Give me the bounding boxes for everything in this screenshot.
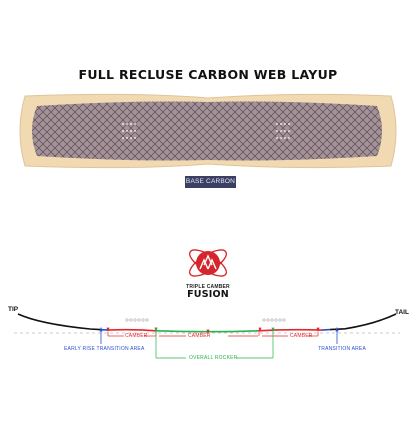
overall-rocker-bracket	[154, 327, 275, 359]
board-profile-black-tail	[329, 313, 397, 331]
base-carbon-badge: BASE CARBON	[185, 176, 236, 188]
binding-mount-front	[125, 318, 149, 322]
camber-annotation-2: CAMBER	[188, 333, 211, 339]
carbon-web-layup	[32, 101, 382, 161]
insert-pattern-front	[122, 123, 136, 139]
board-profile-black-tip	[17, 313, 101, 331]
snowboard-top-view	[19, 93, 397, 169]
camber-red-segment-2	[257, 328, 323, 332]
rocker-green-segment	[155, 330, 259, 333]
logo-line-1: TRIPLE CAMBER	[186, 284, 230, 290]
overall-rocker-annotation: OVERALL ROCKER	[189, 355, 238, 361]
camber-annotation-1: CAMBER	[125, 333, 148, 339]
early-rise-marker	[99, 326, 103, 344]
tip-label: TIP	[8, 306, 19, 313]
camber-red-segment-1	[107, 328, 157, 332]
diagram-title: FULL RECLUSE CARBON WEB LAYUP	[78, 67, 338, 82]
logo-line-2: FUSION	[187, 289, 229, 300]
transition-marker	[335, 326, 339, 344]
insert-pattern-rear	[276, 123, 290, 139]
transition-annotation: TRANSITION AREA	[318, 346, 367, 352]
binding-mount-rear	[262, 318, 286, 322]
tail-label: TAIL	[395, 309, 409, 316]
camber-markers-red	[106, 327, 320, 337]
transition-blue-segment	[321, 328, 331, 331]
camber-profile-diagram	[14, 313, 400, 359]
camber-annotation-3: CAMBER	[290, 333, 313, 339]
triple-camber-fusion-logo-icon	[189, 249, 227, 277]
early-rise-annotation: EARLY RISE TRANSITION AREA	[64, 346, 145, 352]
